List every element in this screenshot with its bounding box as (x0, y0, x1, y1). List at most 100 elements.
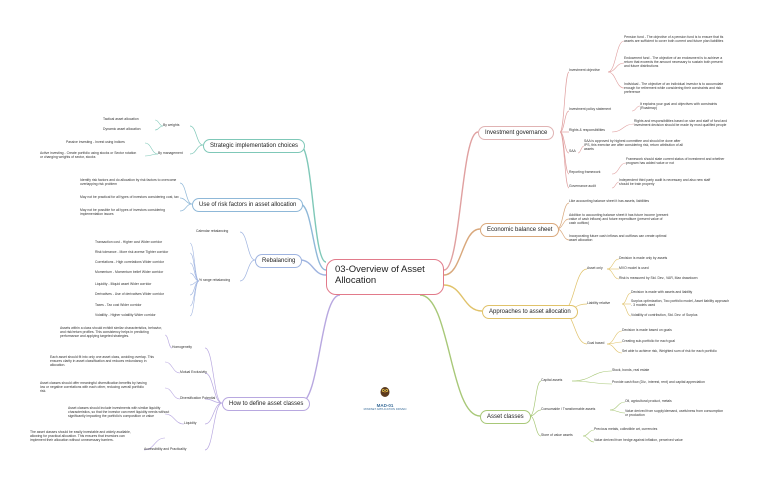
node-goal-3[interactable]: Set able to achieve risk, Weighted sum o… (622, 349, 717, 353)
node-reb-2[interactable]: Risk tolerance - More risk averse Tighte… (95, 250, 169, 254)
node-individual[interactable]: Individual - The objective of an individ… (624, 82, 724, 95)
node-econ-1[interactable]: Like accounting balance sheet it has ass… (569, 199, 650, 203)
node-asset-only-2[interactable]: MVO model is used (619, 266, 649, 270)
branch-asset-classes[interactable]: Asset classes (480, 410, 531, 424)
link-def-d-1 (164, 361, 181, 374)
node-reb-6[interactable]: Derivatives - Use of derivatives Wider c… (95, 292, 164, 296)
link-ac-1 (529, 409, 542, 417)
node-econ-3[interactable]: Incorporating future cash inflows and ou… (569, 234, 667, 243)
node-reb-8[interactable]: Volatility - Higher volatility Wider cor… (95, 313, 156, 317)
node-consumable-2[interactable]: Value derived from supply/demand, useful… (625, 409, 724, 418)
link-cal (239, 231, 256, 261)
node-ips[interactable]: Investment policy statement (569, 107, 612, 111)
node-store-of-value[interactable]: Store of value assets (541, 433, 573, 437)
branch-risk-factors[interactable]: Use of risk factors in asset allocation (192, 198, 304, 212)
link-rep-d (611, 162, 627, 175)
node-saa-detail[interactable]: SAA is approved by highest committee and… (584, 139, 683, 152)
node-governance-audit[interactable]: Governance audit (569, 184, 596, 188)
node-reb-5[interactable]: Liquidity - Illiquid asset Wider corrido… (95, 282, 152, 286)
node-diversification-detail[interactable]: Asset classes should offer meaningful di… (40, 381, 147, 394)
node-by-management[interactable]: By management (158, 151, 183, 155)
node-reb-4[interactable]: Momentum - Momentum belief Wider corrido… (95, 270, 164, 274)
link-ips-d (631, 105, 641, 112)
link-ac-2 (529, 415, 542, 437)
link-gb-2 (606, 343, 623, 354)
node-ips-detail[interactable]: It explains your goal and objectives wit… (640, 102, 718, 111)
branch-define-asset-classes[interactable]: How to define asset classes (222, 397, 311, 411)
link-def-4 (204, 402, 223, 451)
link-sov-0 (582, 429, 595, 437)
node-mutual-exclusivity[interactable]: Mutual Exclusivity (180, 370, 207, 374)
node-goal-2[interactable]: Creating sub-portfolio for each goal (622, 339, 675, 343)
link-st-w (189, 125, 204, 146)
node-by-mgmt-2[interactable]: Active investing - Create portfolio usin… (40, 151, 137, 160)
branch-investment-governance[interactable]: Investment governance (478, 126, 555, 140)
link-m-2 (144, 153, 159, 157)
node-saa[interactable]: SAA (569, 149, 576, 153)
node-accessibility[interactable]: Accessibility and Practicality (144, 447, 187, 451)
link-lr-2 (621, 303, 632, 317)
node-reb-1[interactable]: Transaction cost - Higher cost Wider cor… (95, 240, 163, 244)
node-endowment-fund[interactable]: Endowment fund - The objective of an end… (624, 56, 723, 69)
node-liab-rel-2[interactable]: Surplus optimization, Two portfolio mode… (631, 299, 730, 308)
node-by-weights[interactable]: By weights (163, 123, 180, 127)
node-pct-range[interactable]: % range rebalancing (199, 278, 231, 282)
link-io-child-2 (607, 71, 625, 89)
branch-approaches[interactable]: Approaches to asset allocation (482, 305, 578, 319)
node-econ-2[interactable]: Addition to accounting balance sheet it … (569, 213, 669, 226)
link-def-1 (204, 372, 223, 404)
node-accessibility-detail[interactable]: The asset classes should be easily inves… (30, 430, 131, 443)
link-cap-0 (571, 370, 613, 382)
central-topic[interactable]: 03-Overview of Asset Allocation (326, 259, 444, 295)
node-calendar[interactable]: Calendar rebalancing (196, 229, 229, 233)
node-risk-factors-2[interactable]: May not be practical for all types of in… (80, 195, 179, 199)
logo-title: MAD-01 (376, 403, 394, 408)
node-by-mgmt-1[interactable]: Passive investing - Invest using indices (66, 140, 125, 144)
node-asset-only-3[interactable]: Risk is measured by Std. Dev., VAR, Max … (619, 276, 698, 280)
node-rights-detail[interactable]: Rights and responsibilities based on siz… (634, 119, 728, 128)
node-risk-factors-1[interactable]: Identify risk factors and do allocation … (80, 178, 177, 187)
node-liab-rel-1[interactable]: Decision is made with assets and liabili… (631, 290, 693, 294)
node-sov-2[interactable]: Value derived from hedge against inflati… (594, 438, 683, 442)
node-asset-only[interactable]: Asset only (587, 266, 603, 270)
node-reb-3[interactable]: Correlations - High correlations Wider c… (95, 260, 164, 264)
node-capital-assets[interactable]: Capital assets (541, 378, 563, 382)
branch-rebalancing[interactable]: Rebalancing (255, 254, 303, 268)
node-reb-7[interactable]: Taxes - Tax cost Wider corridor (95, 303, 142, 307)
node-mutual-detail[interactable]: Each asset should fit into only one asse… (50, 355, 154, 368)
node-homogeneity-detail[interactable]: Assets within a class should exhibit sim… (60, 326, 162, 339)
node-goal-based[interactable]: Goal based (587, 341, 605, 345)
node-consumable-1[interactable]: Oil, agricultural product, metals (625, 399, 672, 403)
node-asset-only-1[interactable]: Decision is made only by assets (619, 256, 668, 260)
link-aud-d (611, 181, 620, 189)
node-liquidity-detail[interactable]: Asset classes should include investments… (68, 406, 170, 419)
node-capital-2[interactable]: Provide cash flow (Div., interest, rent)… (612, 380, 705, 384)
node-rights[interactable]: Rights & responsibilities (569, 128, 605, 132)
node-liability-relative[interactable]: Liability relative (587, 301, 611, 305)
node-consumable[interactable]: Consumable / Transformable assets (541, 407, 596, 411)
node-reporting[interactable]: Reporting framework (569, 170, 601, 174)
node-diversification[interactable]: Diversification Potential (180, 396, 216, 400)
link-ig-child-1 (559, 110, 570, 133)
node-sov-1[interactable]: Precious metals, collectible art, curren… (594, 427, 658, 431)
node-reporting-detail[interactable]: Framework should state current status of… (626, 157, 725, 166)
node-liab-rel-3[interactable]: Volatility of contribution, Std. Dev. of… (631, 313, 698, 317)
branch-strategic-implementation[interactable]: Strategic implementation choices (203, 139, 306, 153)
link-def-d-4 (143, 437, 166, 451)
node-homogeneity[interactable]: Homogeneity (172, 345, 192, 349)
node-risk-factors-3[interactable]: May not be possible for all types of inv… (80, 208, 165, 217)
node-capital-1[interactable]: Stock, bonds, real estate (612, 368, 650, 372)
branch-economic-balance-sheet[interactable]: Economic balance sheet (480, 223, 560, 237)
node-audit-detail[interactable]: Independent third party audit is necessa… (619, 178, 711, 187)
node-pension-fund[interactable]: Pension fund - The objective of a pensio… (624, 35, 724, 44)
link-rights-d (611, 123, 635, 133)
node-investment-objective[interactable]: Investment objective (569, 68, 600, 72)
link-m-1 (144, 142, 159, 155)
node-liquidity[interactable]: Liquidity (184, 421, 197, 425)
node-goal-1[interactable]: Decision is made based on goals (622, 328, 672, 332)
link-rebal (299, 259, 327, 276)
link-w-2 (154, 125, 164, 131)
node-by-weights-2[interactable]: Dynamic asset allocation (103, 127, 141, 131)
owl-logo-icon (380, 387, 390, 397)
node-by-weights-1[interactable]: Tactical asset allocation (103, 117, 139, 121)
